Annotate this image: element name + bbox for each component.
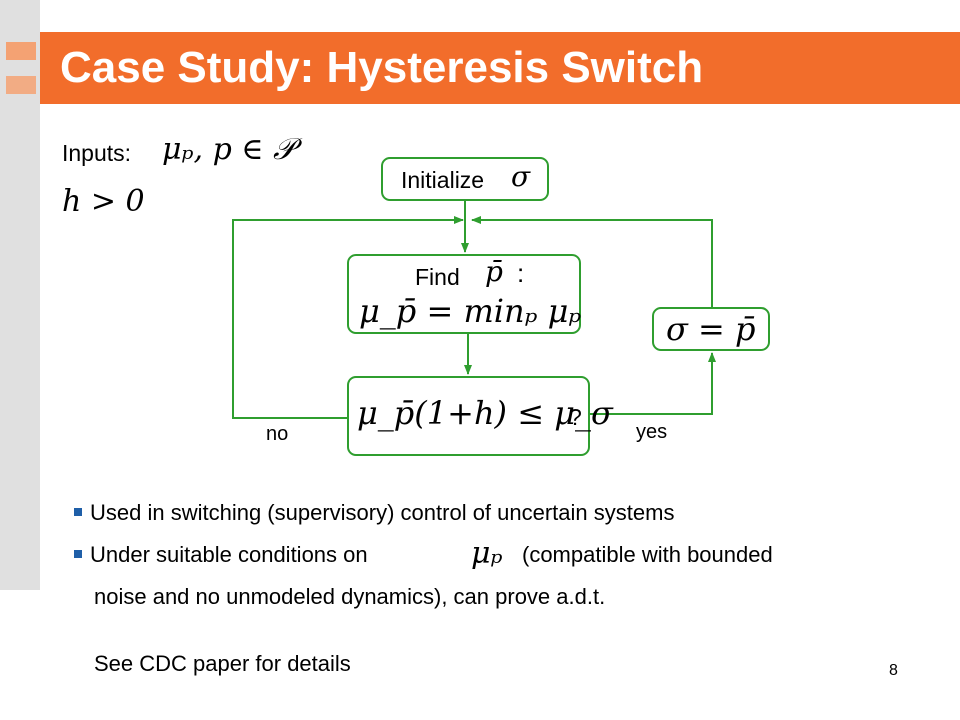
title-bar: Case Study: Hysteresis Switch	[40, 32, 960, 104]
slide-title: Case Study: Hysteresis Switch	[60, 43, 704, 92]
condition-expression: μ_p̄(1+h) ≤ μ_σ	[357, 394, 613, 432]
yes-label: yes	[636, 421, 668, 443]
h-condition: h > 0	[62, 184, 145, 219]
bullet-text: Under suitable conditions on	[90, 542, 368, 567]
find-equation: μ_p̄ = minₚ μₚ	[359, 292, 582, 330]
find-box: Find p̄ : μ_p̄ = minₚ μₚ	[347, 254, 581, 334]
bullet-math-mu-p: μₚ	[471, 536, 503, 571]
initialize-sigma: σ	[511, 160, 531, 193]
inputs-set-expression: μₚ, p ∈ 𝒫	[162, 132, 295, 167]
bullet-square-icon	[74, 508, 82, 517]
see-paper-note: See CDC paper for details	[94, 651, 351, 676]
decor-square	[6, 76, 36, 94]
no-label: no	[266, 423, 289, 445]
decor-square	[6, 42, 36, 60]
find-pbar: p̄	[485, 255, 503, 288]
condition-box: μ_p̄(1+h) ≤ μ_σ ?	[347, 376, 613, 456]
bullet-text-continued: noise and no unmodeled dynamics), can pr…	[94, 584, 606, 609]
arrow-assign-loop	[471, 216, 713, 307]
find-label: Find	[415, 264, 460, 290]
arrow-yes	[590, 352, 716, 415]
condition-question-mark: ?	[569, 404, 582, 430]
bullet-item: Under suitable conditions on	[74, 542, 368, 568]
initialize-label: Initialize	[401, 167, 485, 193]
find-colon: :	[517, 258, 525, 288]
bullet-text: Used in switching (supervisory) control …	[90, 500, 675, 525]
arrow-no-loop	[232, 216, 464, 419]
inputs-label: Inputs:	[62, 140, 132, 166]
bullet-square-icon	[74, 550, 82, 559]
page-number: 8	[889, 662, 898, 679]
assign-box: σ = p̄	[652, 307, 770, 351]
bullet-item: Used in switching (supervisory) control …	[74, 500, 674, 526]
assign-expression: σ = p̄	[666, 310, 756, 348]
initialize-box: Initialize σ	[381, 157, 549, 201]
left-decor-bar	[0, 0, 40, 590]
bullet-text-after: (compatible with bounded	[522, 542, 773, 567]
